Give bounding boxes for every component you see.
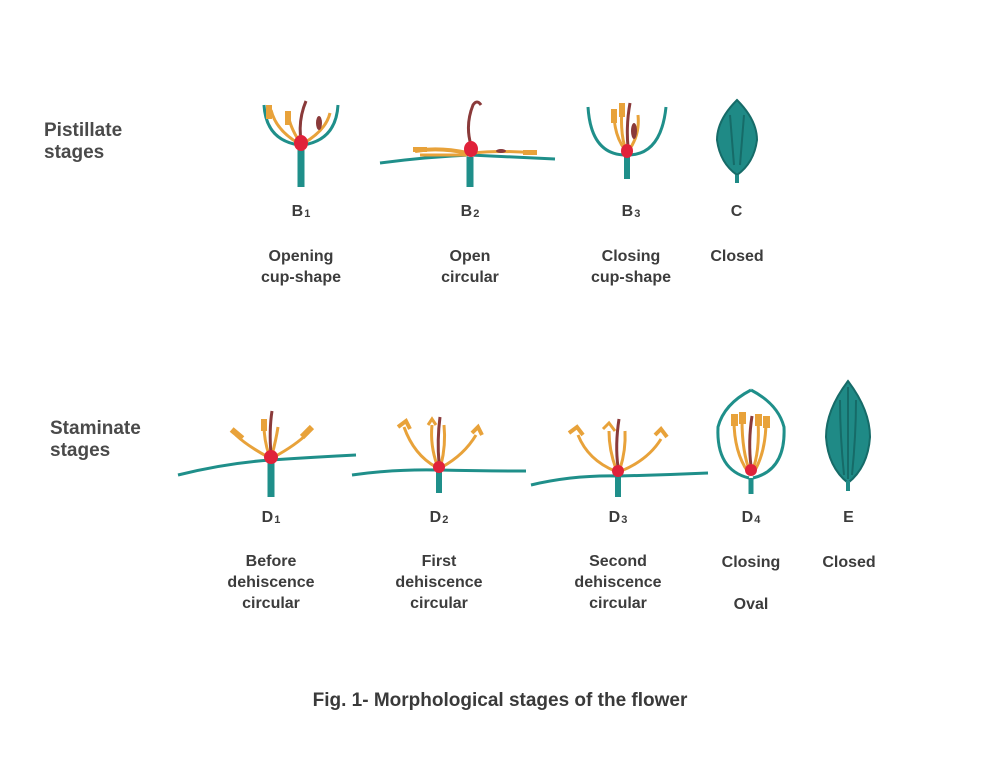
flower-b1-illustration	[262, 100, 340, 187]
stage-code-letter: B	[460, 203, 473, 220]
description-line: Opening	[268, 248, 334, 265]
description-line: First	[421, 553, 457, 570]
stage-code-subscript: 1	[274, 514, 281, 526]
flower-d1-illustration	[177, 410, 357, 497]
stage-code-letter: E	[843, 509, 854, 526]
stage-code-letter: D	[608, 509, 621, 526]
stage-e: E Closed	[774, 375, 924, 625]
stage-description: Closing Oval	[676, 552, 826, 615]
description-line: circular	[242, 595, 300, 612]
staminate-stages-label: Staminate stages	[50, 418, 141, 462]
row-label-line: stages	[50, 440, 111, 461]
stage-code-subscript: 2	[442, 514, 449, 526]
stage-code: D1	[196, 509, 346, 527]
stage-d4: D4 Closing Oval	[676, 382, 826, 625]
figure-caption: Fig. 1- Morphological stages of the flow…	[312, 690, 688, 711]
description-line: Before	[245, 553, 297, 570]
description-line: circular	[589, 595, 647, 612]
description-line: cup-shape	[260, 269, 341, 286]
description-line: Second	[589, 553, 647, 570]
stage-code-subscript: 4	[754, 514, 761, 526]
stage-b2: B2 Open circular	[379, 95, 556, 295]
stage-code-letter: D	[741, 509, 754, 526]
description-line: circular	[441, 269, 499, 286]
description-line: dehiscence	[395, 574, 483, 591]
description-line: Closed	[710, 248, 764, 265]
stage-description: Before dehiscence circular	[196, 551, 346, 614]
description-line: circular	[410, 595, 468, 612]
flower-b2-illustration	[379, 100, 556, 187]
stage-code-letter: D	[429, 509, 442, 526]
closed-bud-e-illustration	[824, 379, 872, 491]
stage-code: D2	[364, 509, 514, 527]
stage-description: Open circular	[395, 246, 545, 288]
description-line: cup-shape	[590, 269, 671, 286]
stage-d2: D2 First dehiscence circular	[351, 405, 527, 625]
description-line: dehiscence	[227, 574, 315, 591]
description-line: Closing	[721, 554, 781, 571]
stage-description: First dehiscence circular	[364, 551, 514, 614]
pistillate-stages-label: Pistillate stages	[44, 120, 122, 164]
row-label-line: Pistillate	[44, 120, 123, 141]
stage-code-subscript: 1	[304, 208, 311, 220]
stage-code: B1	[226, 203, 376, 221]
stage-code-subscript: 2	[473, 208, 480, 220]
stage-d1: D1 Before dehiscence circular	[177, 405, 357, 625]
description-line: Closing	[601, 248, 661, 265]
flower-b3-illustration	[586, 102, 668, 179]
row-label-line: stages	[44, 142, 105, 163]
stage-code: E	[774, 509, 924, 527]
description-line: Oval	[733, 596, 769, 613]
stage-code-subscript: 3	[634, 208, 641, 220]
stage-code-letter: B	[291, 203, 304, 220]
stage-code: D3	[543, 509, 693, 527]
stage-description: Closed	[662, 246, 812, 267]
stage-code-letter: B	[621, 203, 634, 220]
stage-code: C	[662, 203, 812, 221]
description-line: Closed	[822, 554, 876, 571]
description-line: dehiscence	[574, 574, 662, 591]
closed-bud-c-illustration	[715, 98, 759, 183]
stage-code-letter: C	[730, 203, 743, 220]
stage-b3: B3 Closing cup-shape	[556, 95, 706, 295]
stage-code: B2	[395, 203, 545, 221]
stage-description: Second dehiscence circular	[543, 551, 693, 614]
flower-d2-illustration	[351, 416, 527, 493]
stage-code-subscript: 3	[621, 514, 628, 526]
stage-description: Opening cup-shape	[226, 246, 376, 288]
flower-d4-illustration	[716, 388, 786, 494]
row-label-line: Staminate	[50, 418, 141, 439]
flower-d3-illustration	[530, 418, 709, 497]
stage-b1: B1 Opening cup-shape	[226, 95, 376, 295]
stage-description: Closed	[774, 552, 924, 573]
stage-c: C Closed	[662, 95, 812, 295]
stage-code: D4	[676, 509, 826, 527]
stage-code-letter: D	[261, 509, 274, 526]
stage-code: B3	[556, 203, 706, 221]
description-line: Open	[449, 248, 491, 265]
stage-d3: D3 Second dehiscence circular	[530, 405, 709, 625]
stage-description: Closing cup-shape	[556, 246, 706, 288]
